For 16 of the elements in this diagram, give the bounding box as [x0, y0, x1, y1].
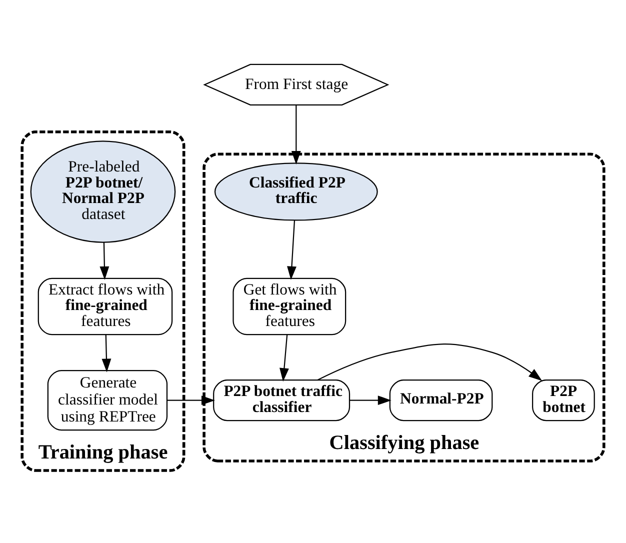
- node-box: P2P botnet traffic classifier: [213, 379, 350, 421]
- node-box: Extract flows with fine-grained features: [38, 277, 173, 335]
- arrow: [287, 220, 296, 280]
- arrow: [317, 343, 542, 380]
- arrow: [102, 334, 112, 372]
- node-ellipse: Pre-labeled P2P botnet/ Normal P2P dataset: [30, 140, 176, 242]
- arrow: [350, 395, 392, 405]
- arrow: [291, 104, 301, 164]
- node-ellipse: Classified P2P traffic: [214, 162, 378, 220]
- node-box: Generate classifier model using REPTree: [47, 370, 168, 430]
- node-box: P2P botnet: [532, 379, 595, 421]
- arrow: [167, 395, 215, 405]
- node-box: Normal-P2P: [389, 379, 493, 421]
- arrow: [280, 334, 289, 382]
- arrow: [100, 242, 110, 280]
- node-box: Get flows with fine-grained features: [232, 277, 346, 335]
